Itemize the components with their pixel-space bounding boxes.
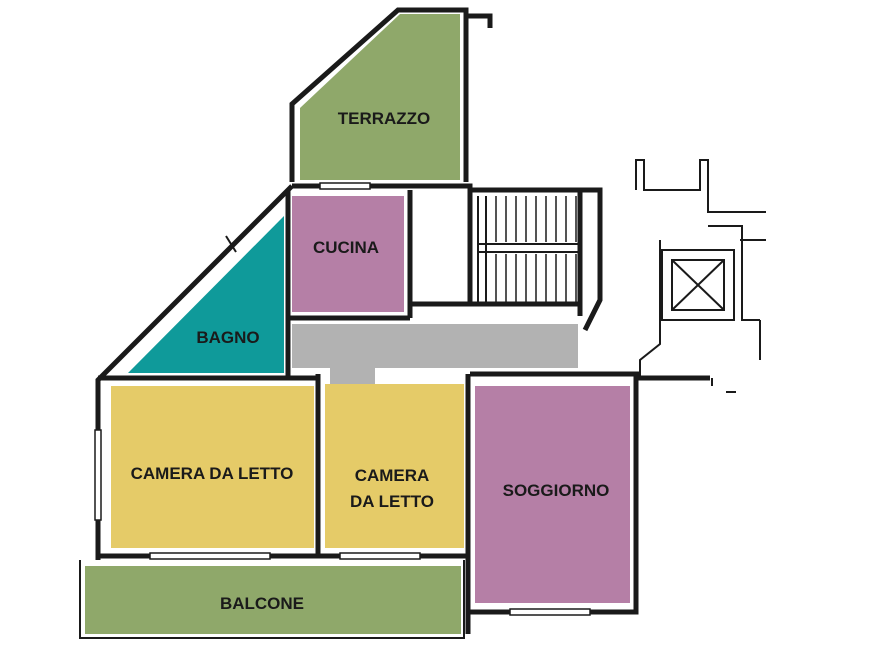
terrazzo-room[interactable] [300,14,460,180]
cucina-room[interactable] [292,196,404,312]
soggiorno-room[interactable] [475,386,630,603]
bagno-label: BAGNO [196,328,259,347]
camera-da-letto-1-room[interactable] [111,386,314,548]
camera-da-letto-2-label-line2: DA LETTO [350,492,434,511]
staircase [495,196,577,302]
cucina-label: CUCINA [313,238,379,257]
windows [94,182,591,616]
camera-da-letto-1-label: CAMERA DA LETTO [131,464,294,483]
terrazzo-label: TERRAZZO [338,109,431,128]
camera-da-letto-2-room[interactable] [325,384,464,548]
balcone-label: BALCONE [220,594,304,613]
soggiorno-label: SOGGIORNO [503,481,610,500]
balcone-room[interactable] [85,566,461,634]
bagno-room[interactable] [128,216,284,373]
camera-da-letto-2-label-line1: CAMERA [355,466,430,485]
